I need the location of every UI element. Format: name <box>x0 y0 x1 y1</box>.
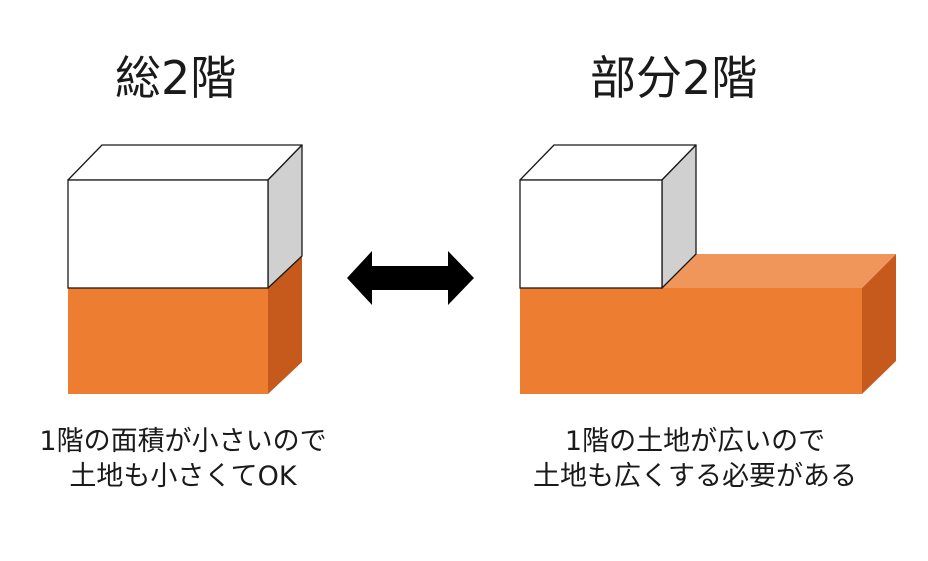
right-caption-line1: 1階の土地が広いので <box>564 426 826 457</box>
right-ground-floor-side <box>862 254 896 394</box>
left-caption: 1階の面積が小さいので 土地も小さくてOK <box>18 425 348 494</box>
left-ground-floor-side <box>268 256 302 394</box>
left-upper-floor-front <box>67 179 269 289</box>
left-title: 総2階 <box>115 51 237 105</box>
left-caption-line1: 1階の面積が小さいので <box>39 426 327 457</box>
partial-two-storey-building <box>519 144 896 394</box>
right-caption: 1階の土地が広いので 土地も広くする必要がある <box>500 425 890 494</box>
left-upper-floor-top <box>67 144 303 181</box>
right-title: 部分2階 <box>590 51 758 105</box>
full-two-storey-building <box>67 144 303 394</box>
double-arrow-icon <box>347 251 474 305</box>
right-ground-floor-front <box>520 288 862 394</box>
right-caption-line2: 土地も広くする必要がある <box>533 460 857 492</box>
left-caption-line2: 土地も小さくてOK <box>69 460 297 492</box>
left-ground-floor-front <box>68 288 268 394</box>
right-upper-floor-front <box>519 179 663 289</box>
